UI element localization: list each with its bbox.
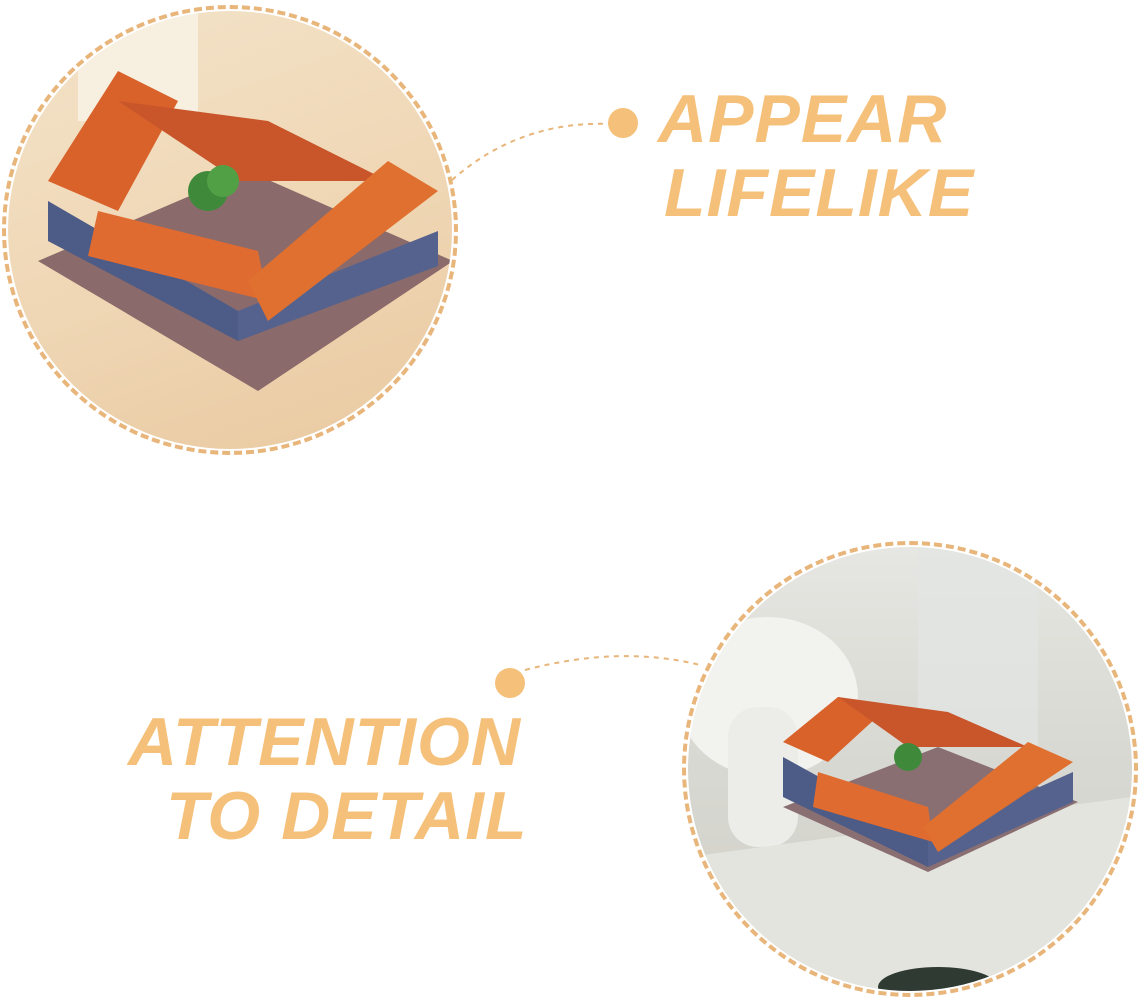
feature-line-2: TO DETAIL <box>166 778 528 854</box>
courtyard-model-image <box>38 11 452 391</box>
feature-line-2: LIFELIKE <box>664 155 975 231</box>
photo-frame-ring-1 <box>2 5 458 455</box>
feature-line-1: APPEAR <box>658 81 948 157</box>
feature-heading-lifelike: APPEAR LIFELIKE <box>658 82 974 230</box>
feature-heading-detail: ATTENTION TO DETAIL <box>128 705 528 853</box>
callout-dot-2 <box>495 668 525 698</box>
courtyard-model-in-room-image <box>688 547 1132 991</box>
product-photo-detail <box>688 547 1132 991</box>
photo-frame-ring-2 <box>682 541 1138 997</box>
product-photo-lifelike <box>8 11 452 449</box>
callout-dot-1 <box>608 108 638 138</box>
feature-line-1: ATTENTION <box>128 704 522 780</box>
